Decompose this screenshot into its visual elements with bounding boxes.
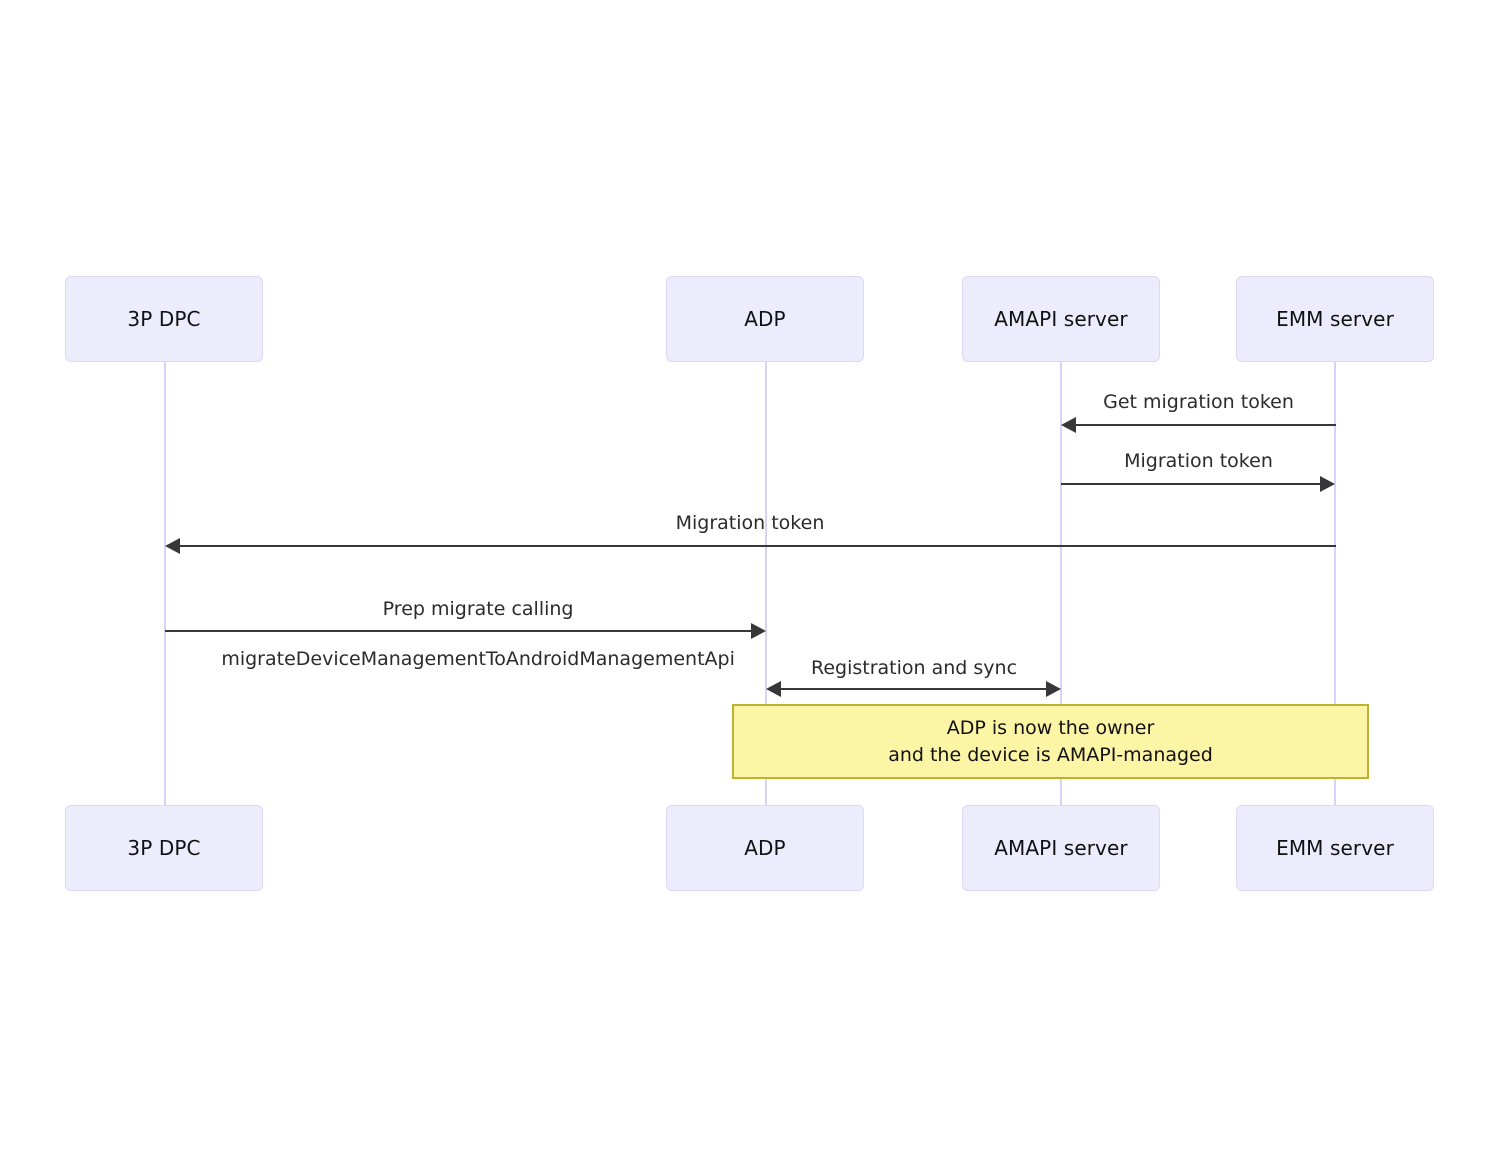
participant-box-top-amapi-server[interactable]: AMAPI server xyxy=(962,276,1160,362)
message-arrowhead-registration-and-sync-left xyxy=(766,681,781,697)
participant-box-top-3p-dpc[interactable]: 3P DPC xyxy=(65,276,263,362)
message-label-get-migration-token: Get migration token xyxy=(1103,391,1294,413)
message-arrowhead-migration-token-amapi-emm xyxy=(1320,476,1335,492)
message-line-registration-and-sync xyxy=(780,688,1047,690)
participant-label-adp-top: ADP xyxy=(744,307,786,331)
note-line-2: and the device is AMAPI-managed xyxy=(888,743,1213,766)
participant-label-emm-server-top: EMM server xyxy=(1276,307,1394,331)
message-label-migration-token-amapi-emm: Migration token xyxy=(1124,450,1273,472)
message-label-prep-migrate-line2: migrateDeviceManagementToAndroidManageme… xyxy=(221,648,735,670)
participant-label-emm-server-bottom: EMM server xyxy=(1276,836,1394,860)
participant-label-3p-dpc-top: 3P DPC xyxy=(127,307,201,331)
participant-label-amapi-server-bottom: AMAPI server xyxy=(994,836,1128,860)
participant-box-bottom-amapi-server[interactable]: AMAPI server xyxy=(962,805,1160,891)
message-label-registration-and-sync: Registration and sync xyxy=(810,657,1018,679)
message-arrowhead-prep-migrate xyxy=(751,623,766,639)
message-line-get-migration-token xyxy=(1075,424,1336,426)
note-adp-owner: ADP is now the owner and the device is A… xyxy=(732,704,1369,779)
lifeline-3p-dpc xyxy=(164,362,166,805)
message-line-migration-token-amapi-emm xyxy=(1061,483,1322,485)
participant-label-3p-dpc-bottom: 3P DPC xyxy=(127,836,201,860)
message-label-prep-migrate-line1: Prep migrate calling xyxy=(382,598,574,620)
participant-box-bottom-emm-server[interactable]: EMM server xyxy=(1236,805,1434,891)
participant-label-adp-bottom: ADP xyxy=(744,836,786,860)
note-line-1: ADP is now the owner xyxy=(946,716,1155,739)
message-arrowhead-registration-and-sync-right xyxy=(1046,681,1061,697)
participant-box-top-adp[interactable]: ADP xyxy=(666,276,864,362)
message-arrowhead-get-migration-token xyxy=(1061,417,1076,433)
lifeline-adp xyxy=(765,362,767,805)
participant-box-top-emm-server[interactable]: EMM server xyxy=(1236,276,1434,362)
lifeline-amapi-server xyxy=(1060,362,1062,805)
participant-box-bottom-3p-dpc[interactable]: 3P DPC xyxy=(65,805,263,891)
message-label-migration-token-emm-dpc: Migration token xyxy=(675,512,825,534)
participant-label-amapi-server-top: AMAPI server xyxy=(994,307,1128,331)
message-line-migration-token-emm-dpc xyxy=(179,545,1336,547)
message-label-prep-migrate: Prep migrate calling migrateDeviceManage… xyxy=(165,572,767,697)
lifeline-emm-server xyxy=(1334,362,1336,805)
message-line-prep-migrate xyxy=(165,630,752,632)
message-arrowhead-migration-token-emm-dpc xyxy=(165,538,180,554)
participant-box-bottom-adp[interactable]: ADP xyxy=(666,805,864,891)
